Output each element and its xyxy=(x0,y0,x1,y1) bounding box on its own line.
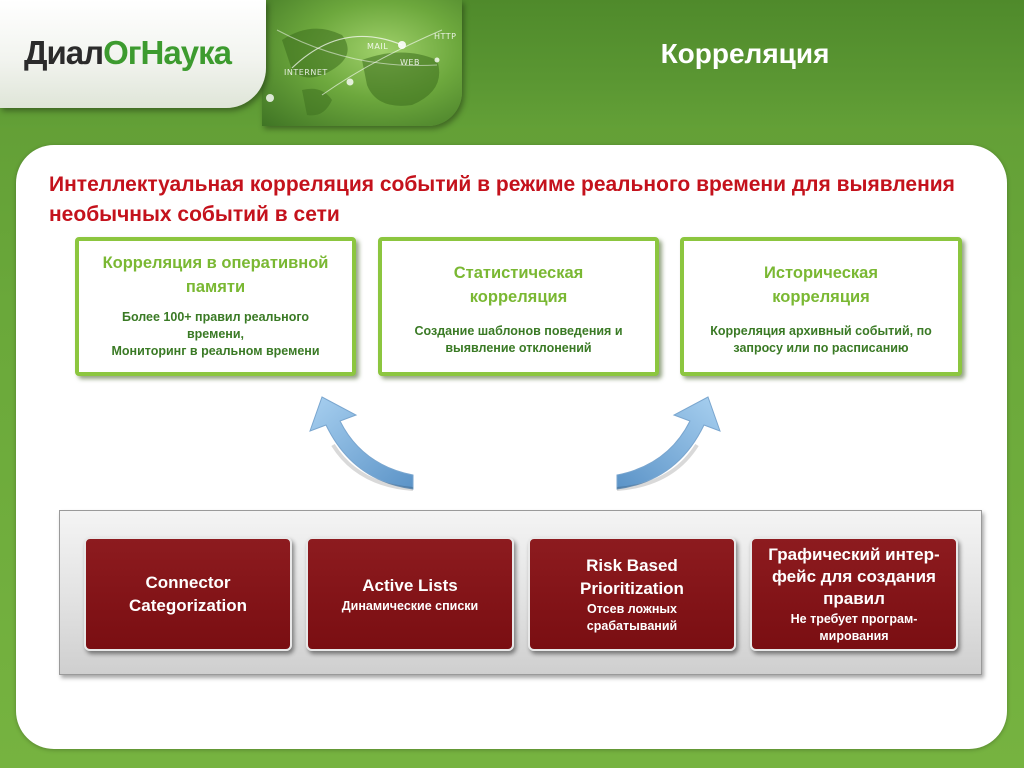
slide-headline: Интеллектуальная корреляция событий в ре… xyxy=(49,173,955,226)
module-active-lists: Active Lists Динамические списки xyxy=(306,537,514,651)
module-subtitle: Динамические списки xyxy=(341,598,479,613)
module-graphical-rule-editor: Графический интер-фейс для создания прав… xyxy=(750,537,958,651)
logo-text-green: ОгНаука xyxy=(103,34,232,71)
module-title: Active Lists xyxy=(362,575,458,595)
page-title: Корреляция xyxy=(660,38,830,69)
card-title: Статистическая корреляция xyxy=(453,264,584,306)
card-historical-correlation: Историческая корреляция Корреляция архив… xyxy=(680,237,962,376)
logo-panel: ДиалОгНаука xyxy=(0,0,266,108)
card-title: Историческая корреляция xyxy=(764,264,878,306)
module-risk-based-prioritization: Risk Based Prioritization Отсев ложных с… xyxy=(528,537,736,651)
module-connector-categorization: Connector Categorization xyxy=(84,537,292,651)
module-title: Risk Based Prioritization xyxy=(580,555,684,598)
curved-arrow-left-icon xyxy=(309,396,414,491)
card-description: Более 100+ правил реального времени, Мон… xyxy=(79,309,352,360)
card-title: Корреляция в оперативной памяти xyxy=(102,254,329,296)
module-title: Графический интер-фейс для создания прав… xyxy=(768,544,940,608)
globe-label-http: HTTP xyxy=(434,32,457,41)
company-logo: ДиалОгНаука xyxy=(24,34,232,72)
logo-text-dark: Диал xyxy=(24,34,104,71)
module-title: Connector Categorization xyxy=(128,573,248,615)
module-subtitle: Не требует програм-мирования xyxy=(790,611,918,643)
card-memory-correlation: Корреляция в оперативной памяти Более 10… xyxy=(75,237,356,376)
card-description-line: Более 100+ правил реального времени, xyxy=(121,310,310,341)
card-description: Корреляция архивный событий, по запросу … xyxy=(710,324,932,355)
globe-label-mail: MAIL xyxy=(367,42,389,51)
curved-arrow-right-icon xyxy=(616,396,721,491)
internet-globe-image: MAIL HTTP WEB INTERNET xyxy=(262,0,462,126)
globe-label-internet: INTERNET xyxy=(284,68,328,77)
module-subtitle: Отсев ложных срабатываний xyxy=(586,601,678,633)
card-statistical-correlation: Статистическая корреляция Создание шабло… xyxy=(378,237,659,376)
card-description-line: Мониторинг в реальном времени xyxy=(111,344,320,358)
globe-label-web: WEB xyxy=(400,58,420,67)
card-description: Создание шаблонов поведения и выявление … xyxy=(414,324,623,355)
